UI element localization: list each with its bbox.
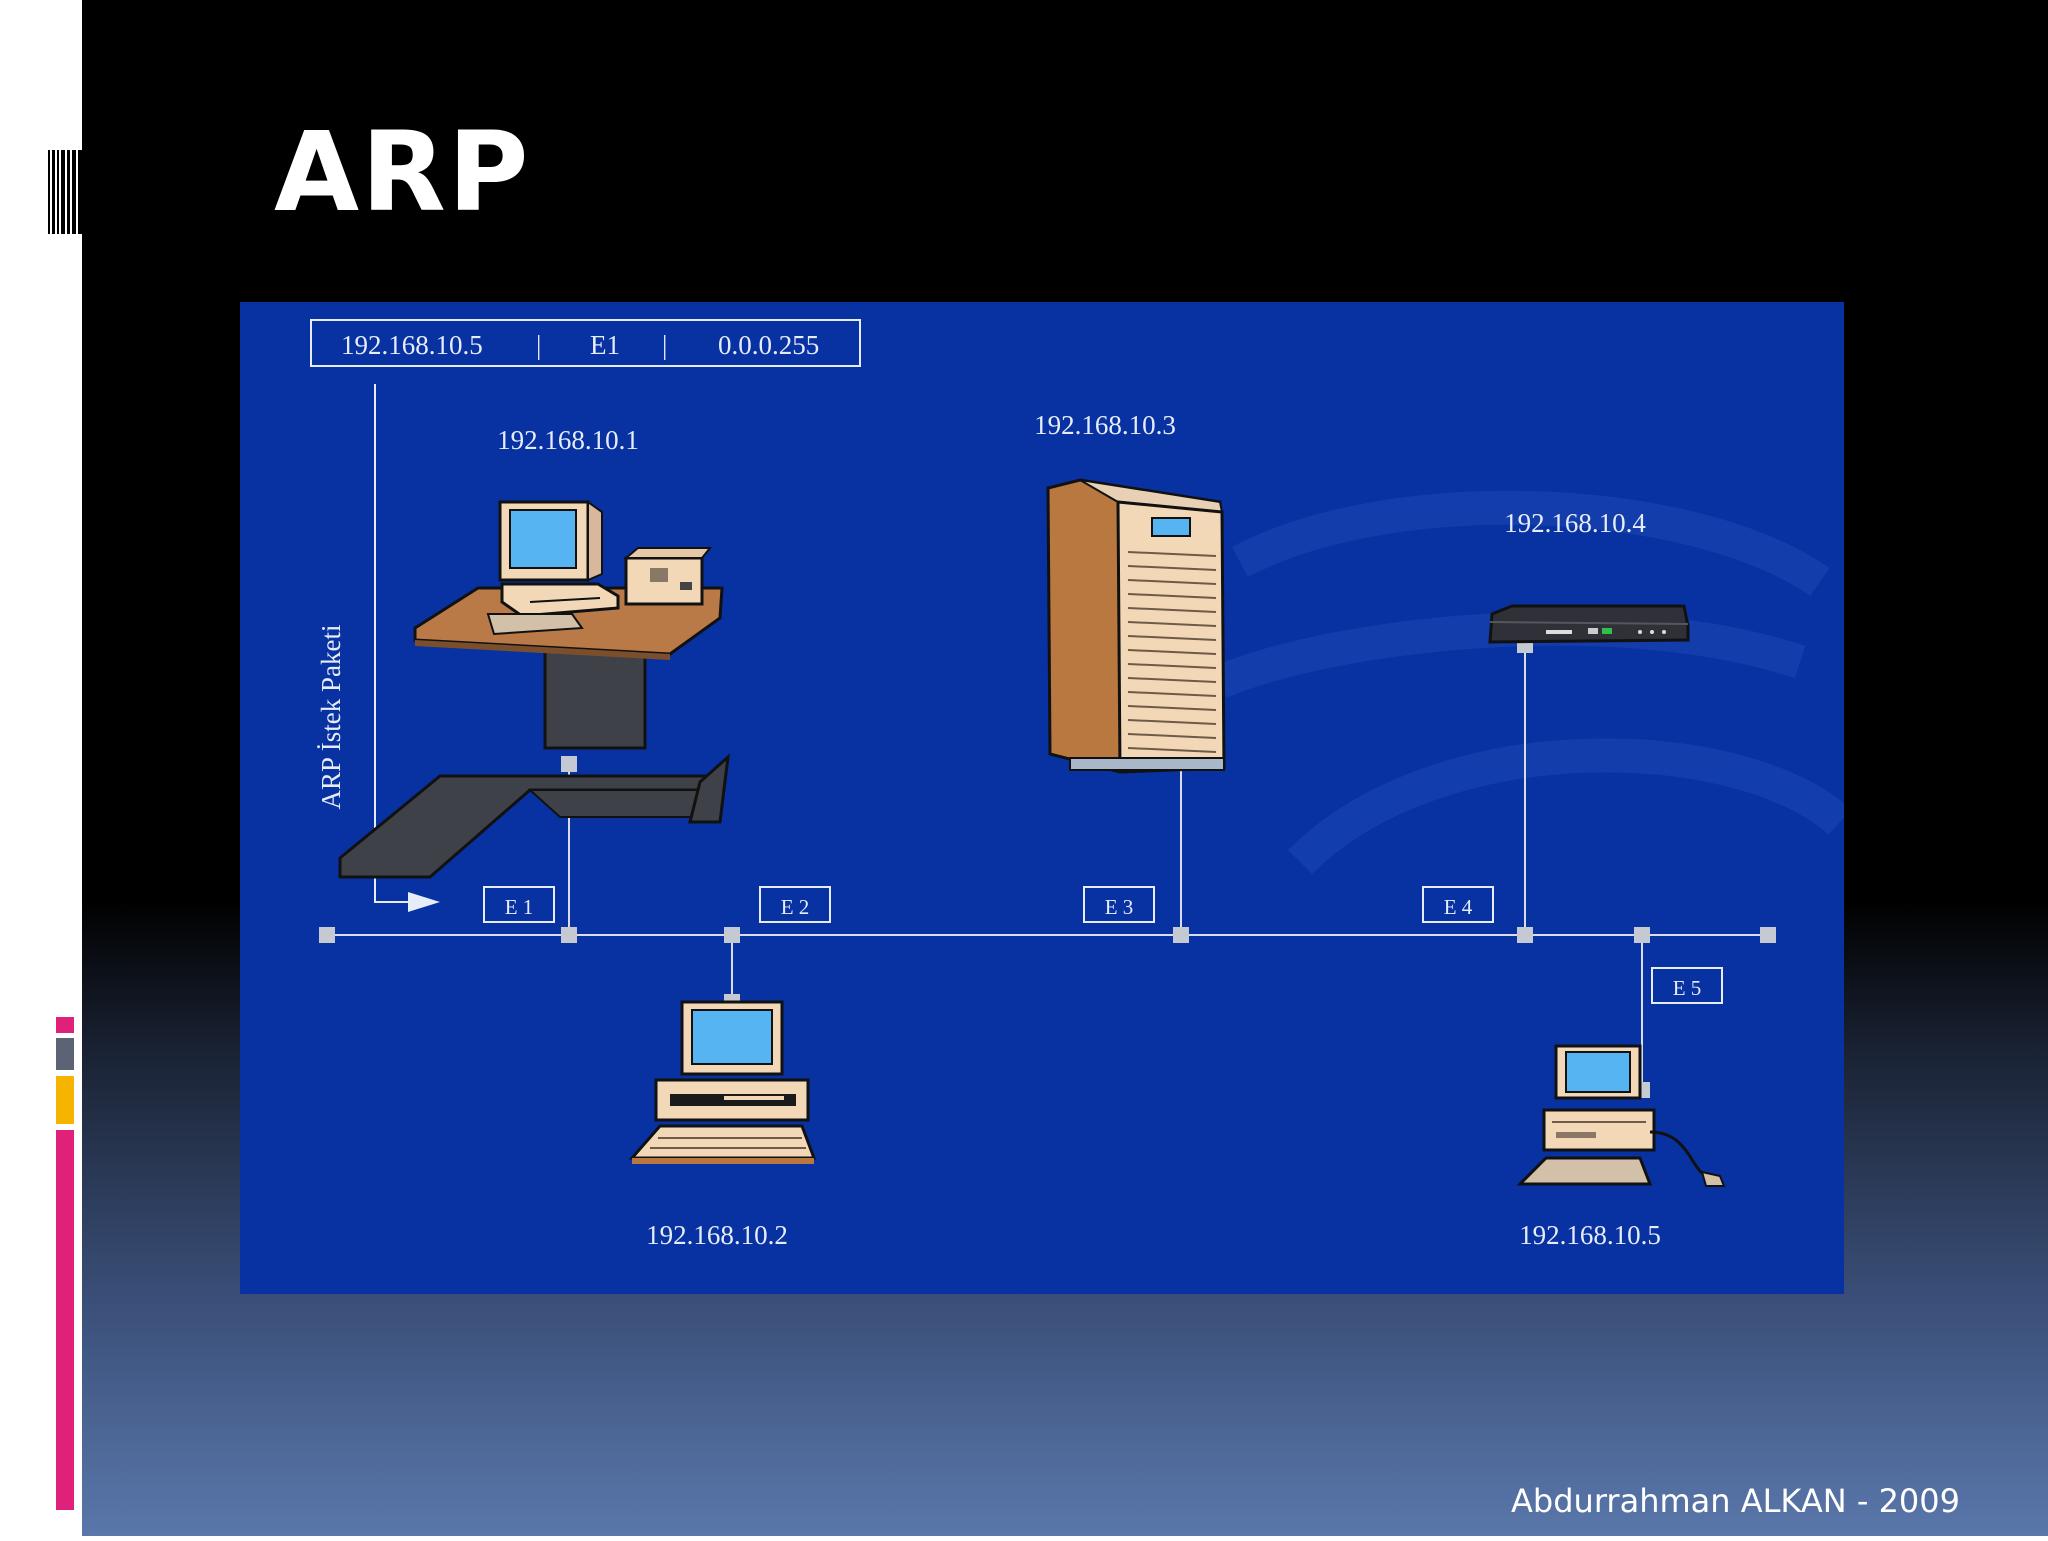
sidebar-stripes	[48, 150, 82, 234]
accent-pink-small	[56, 1017, 74, 1033]
accent-gray	[56, 1038, 74, 1070]
accent-yellow	[56, 1076, 74, 1124]
network-bus	[319, 637, 1776, 1098]
server-tower-icon	[1046, 478, 1226, 774]
iface-e2: E 2	[781, 895, 810, 919]
packet-ip: 192.168.10.5	[341, 330, 483, 360]
accent-pink-long	[56, 1130, 74, 1510]
host-label-5: 192.168.10.5	[1519, 1220, 1661, 1250]
left-sidebar	[0, 0, 82, 1536]
packet-iface: E1	[590, 330, 620, 360]
interface-labels	[483, 886, 1723, 1004]
network-switch-icon	[1488, 604, 1690, 644]
host-label-1: 192.168.10.1	[497, 425, 639, 455]
background-swirl	[1213, 490, 1844, 875]
arp-diagram: 192.168.10.5 | E1 | 0.0.0.255 ARP İstek …	[240, 302, 1844, 1294]
iface-e1: E 1	[505, 895, 534, 919]
request-arrow: ARP İstek Paketi	[316, 384, 440, 912]
packet-sep1: |	[536, 330, 541, 360]
host-label-2: 192.168.10.2	[646, 1220, 788, 1250]
packet-mask: 0.0.0.255	[718, 330, 819, 360]
host-label-3: 192.168.10.3	[1034, 410, 1176, 440]
host-label-4: 192.168.10.4	[1504, 508, 1646, 538]
slide-title: ARP	[274, 108, 531, 236]
footer-author: Abdurrahman ALKAN - 2009	[1511, 1482, 1960, 1520]
arp-packet-box: 192.168.10.5 | E1 | 0.0.0.255	[310, 319, 861, 367]
iface-e5: E 5	[1673, 976, 1702, 1000]
arrow-label: ARP İstek Paketi	[316, 625, 346, 810]
network-diagram: 192.168.10.5 | E1 | 0.0.0.255 ARP İstek …	[310, 319, 1844, 1250]
packet-sep2: |	[662, 330, 667, 360]
iface-e3: E 3	[1105, 895, 1134, 919]
sidebar-decoration	[48, 150, 82, 1510]
desktop-computer-icon	[628, 1000, 817, 1164]
iface-e4: E 4	[1444, 895, 1473, 919]
small-computer-icon	[1516, 1044, 1726, 1187]
workstation-desk-icon	[338, 500, 730, 879]
